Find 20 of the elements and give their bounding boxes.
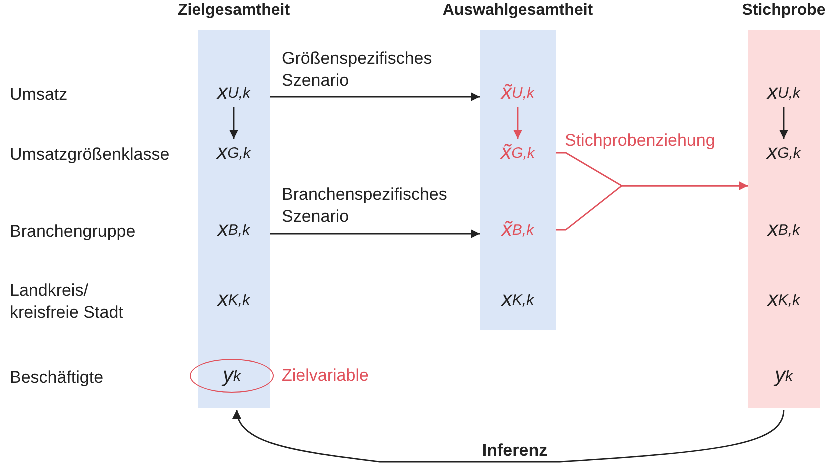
arrow — [780, 107, 788, 139]
row-label: Branchengruppe — [10, 221, 136, 243]
row-label: Landkreis/ kreisfreie Stadt — [10, 280, 124, 324]
annotation-text: Zielvariable — [282, 365, 369, 387]
edge-label: Stichprobenziehung — [565, 130, 716, 152]
arrow — [514, 107, 522, 139]
edge-label: Inferenz — [481, 440, 549, 462]
row-label: Beschäftigte — [10, 367, 104, 389]
arrow — [270, 92, 480, 102]
row-label: Umsatzgrößenklasse — [10, 144, 170, 166]
arrow — [270, 230, 480, 238]
column-heading: Zielgesamtheit — [176, 2, 292, 20]
edge-label: Branchenspezifisches Szenario — [282, 184, 448, 228]
arrow — [234, 410, 785, 463]
column-heading: Stichprobe — [741, 2, 827, 20]
row-label: Umsatz — [10, 84, 68, 106]
arrow — [556, 182, 748, 231]
edge-label: Größenspezifisches Szenario — [282, 48, 434, 92]
arrow — [230, 107, 238, 139]
column-heading: Auswahlgesamtheit — [442, 2, 594, 20]
